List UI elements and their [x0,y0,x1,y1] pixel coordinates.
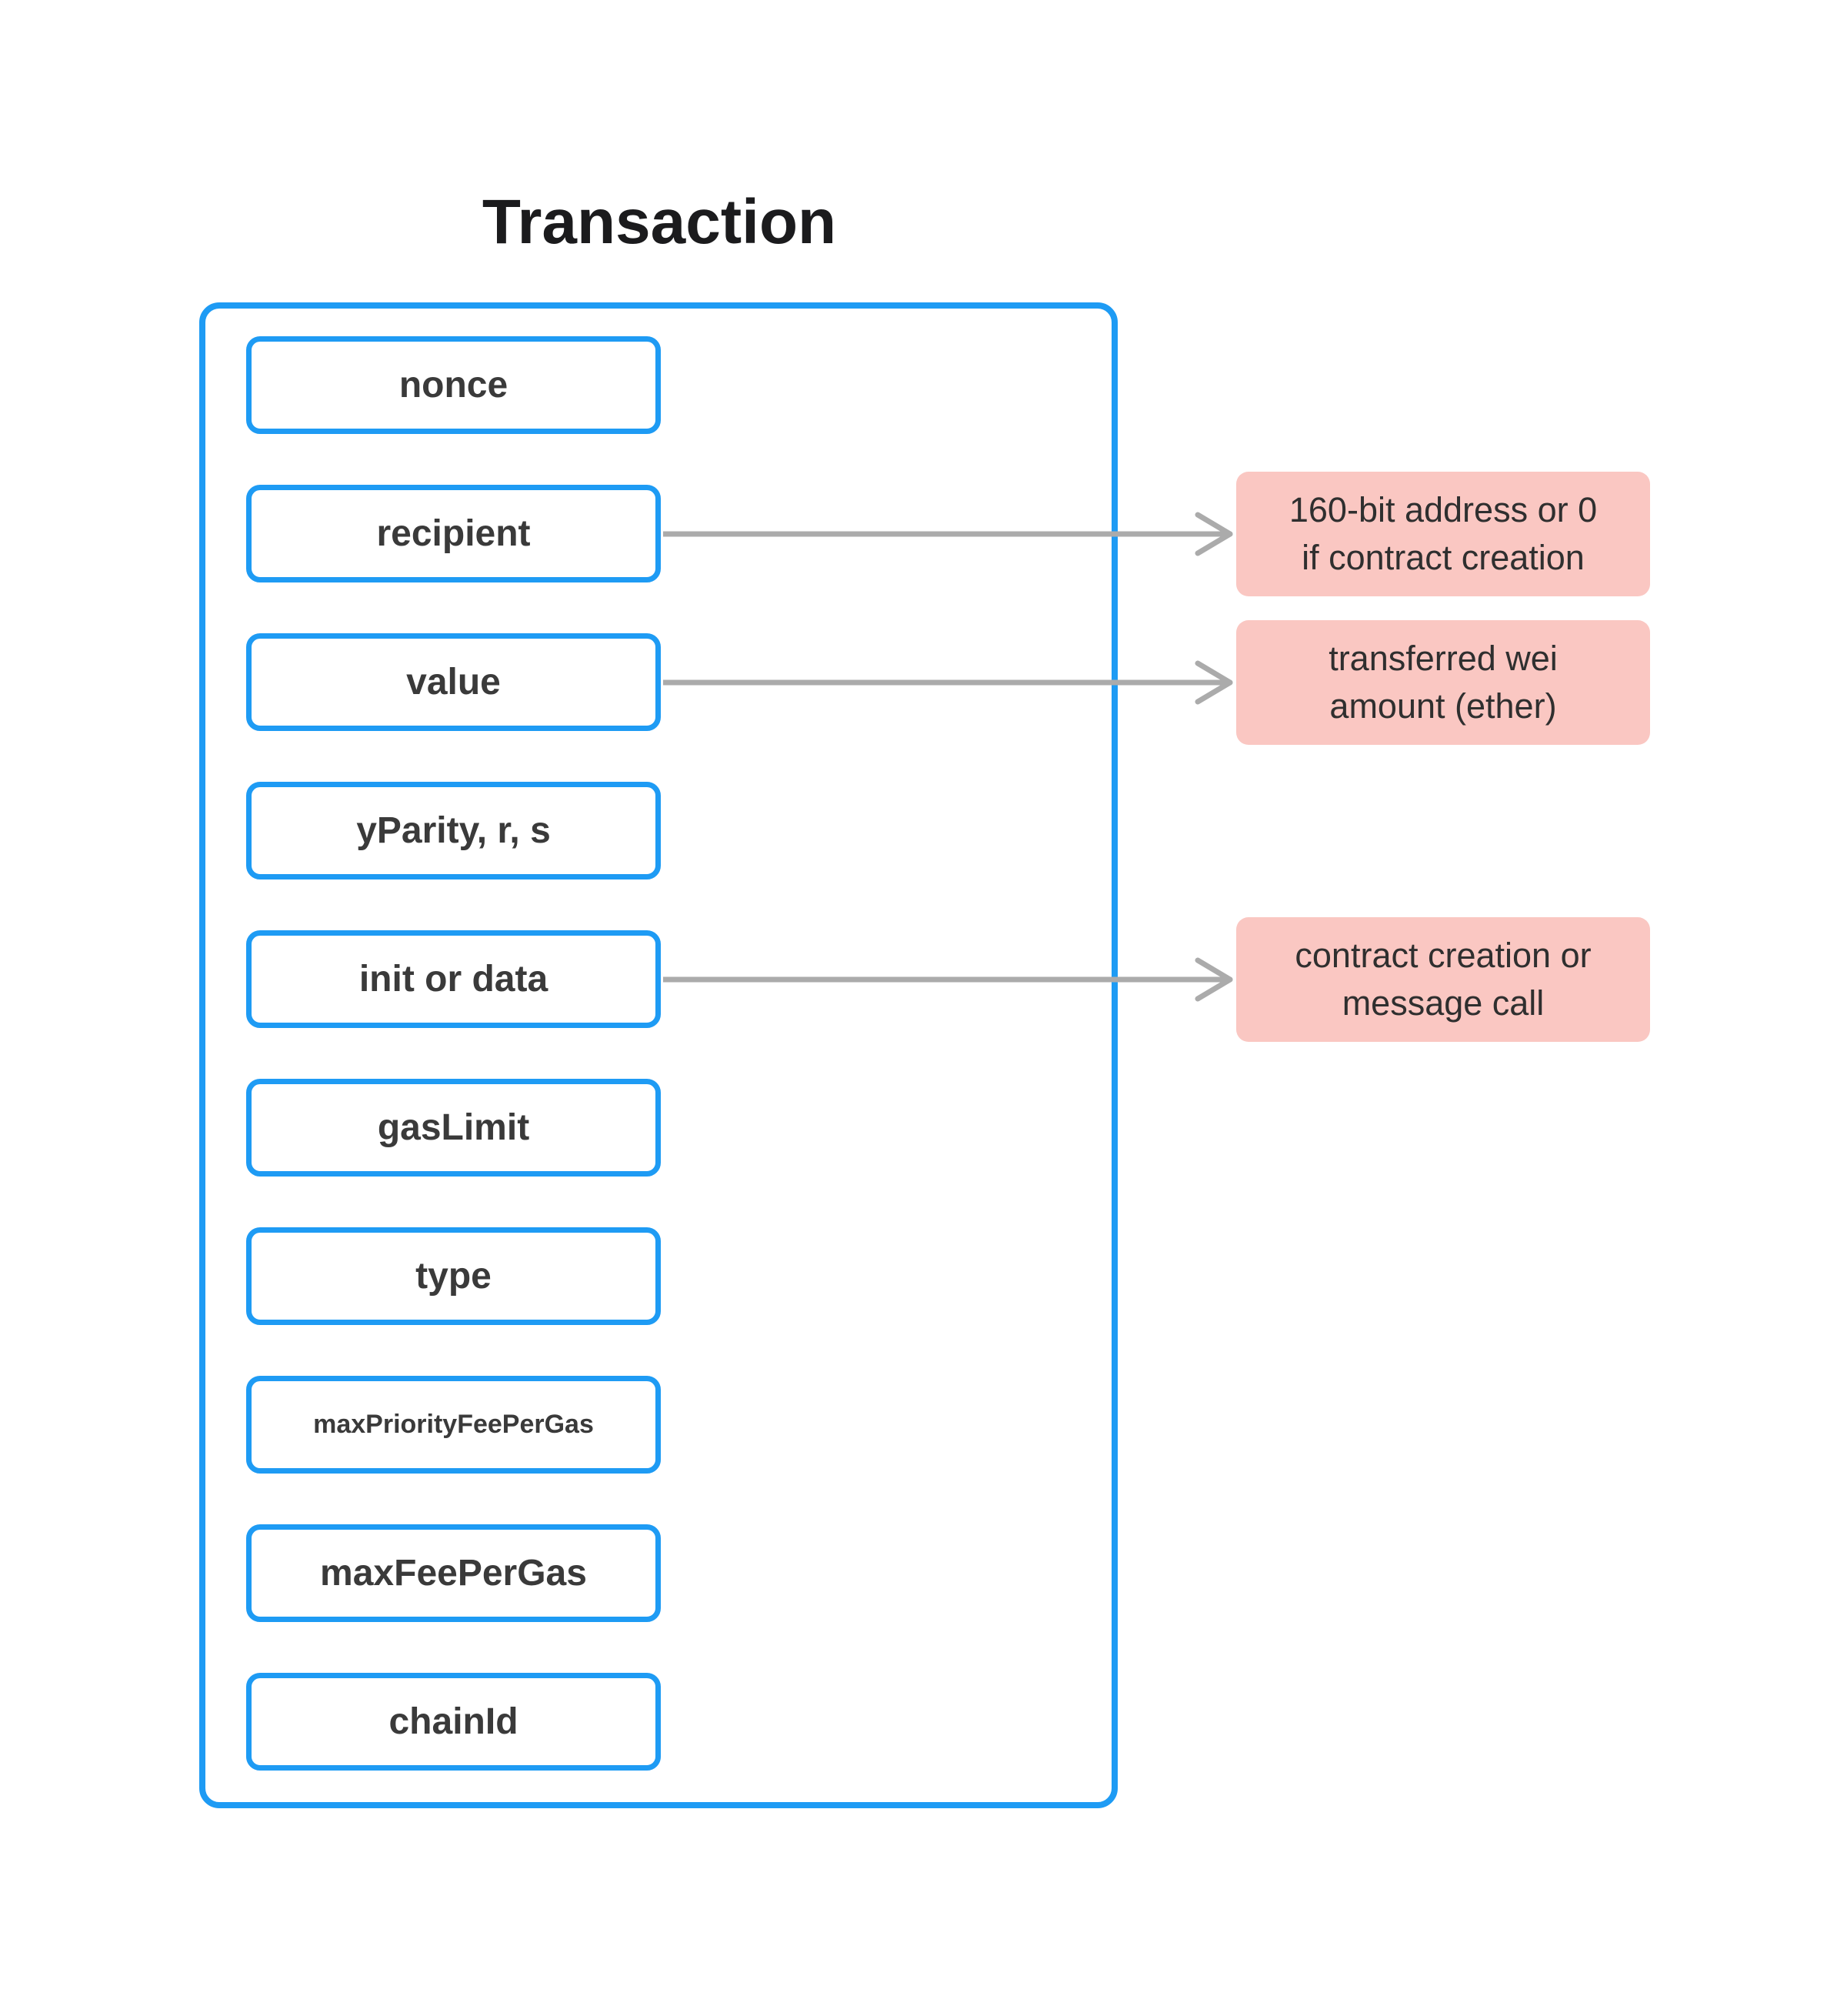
field-label: type [415,1256,492,1297]
field-label: chainId [388,1701,518,1742]
note-text: transferred wei amount (ether) [1329,638,1558,726]
field-label: gasLimit [377,1107,530,1148]
annotation-recipient: 160-bit address or 0 if contract creatio… [663,471,1650,596]
field-type: type [246,1227,661,1325]
arrow-right-icon [663,512,1233,556]
field-yparity-r-s: yParity, r, s [246,782,661,879]
note-text: 160-bit address or 0 if contract creatio… [1289,489,1598,577]
arrow-right-icon [663,957,1233,1001]
field-label: maxFeePerGas [320,1553,587,1594]
note-text: contract creation or message call [1295,935,1592,1023]
field-chainid: chainId [246,1673,661,1771]
page-title: Transaction [482,187,837,257]
field-label: nonce [398,365,508,406]
arrow-right-icon [663,660,1233,704]
field-label: yParity, r, s [356,810,551,851]
field-label: maxPriorityFeePerGas [313,1410,594,1439]
field-label: recipient [376,513,531,554]
field-label: value [406,662,501,703]
field-nonce: nonce [246,336,661,434]
field-value: value [246,633,661,731]
field-gaslimit: gasLimit [246,1079,661,1177]
note-recipient: 160-bit address or 0 if contract creatio… [1236,471,1650,596]
transaction-container [199,302,1118,1808]
note-value: transferred wei amount (ether) [1236,619,1650,745]
note-init-or-data: contract creation or message call [1236,916,1650,1042]
annotation-init-or-data: contract creation or message call [663,916,1650,1042]
field-recipient: recipient [246,485,661,582]
field-label: init or data [358,959,548,1000]
field-maxfeepergas: maxFeePerGas [246,1524,661,1622]
field-maxpriorityfeepergas: maxPriorityFeePerGas [246,1376,661,1474]
field-init-or-data: init or data [246,930,661,1028]
annotation-value: transferred wei amount (ether) [663,619,1650,745]
